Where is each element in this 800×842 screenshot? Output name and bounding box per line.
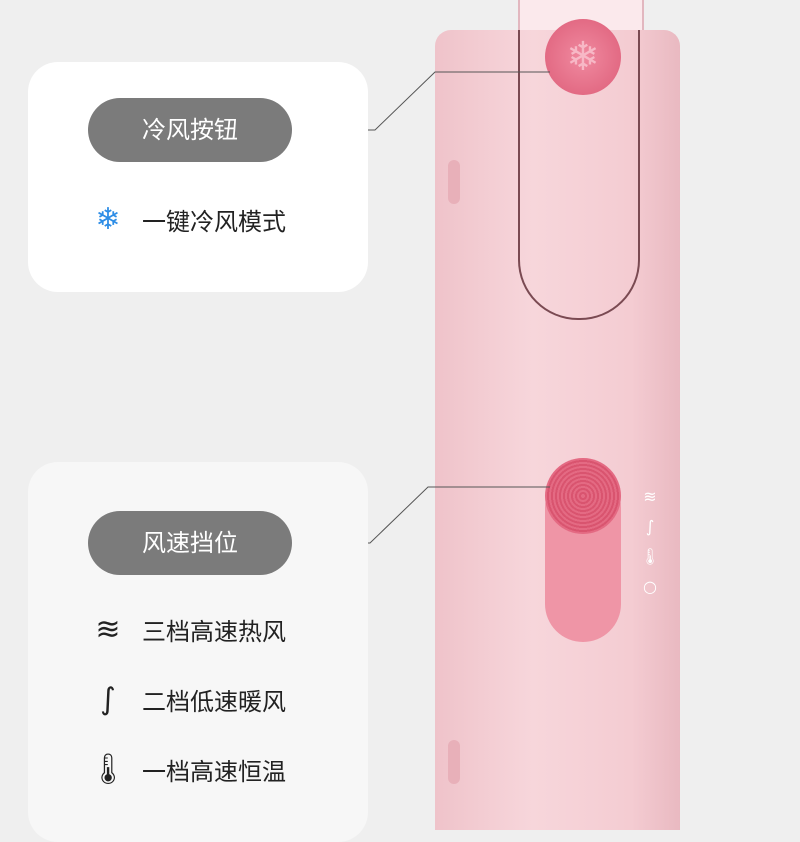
mode-row: ∫ 二档低速暖风: [88, 682, 286, 717]
side-bump: [448, 740, 460, 784]
mode-row: 🌡 一档高速恒温: [88, 752, 286, 787]
speed-slider-knob[interactable]: [545, 458, 621, 534]
mode-row: ≋ 三档高速热风: [88, 612, 286, 647]
mode-text: 一档高速恒温: [142, 758, 286, 786]
cold-feature-row: ❄ 一键冷风模式: [88, 202, 286, 237]
mode-text: 二档低速暖风: [142, 688, 286, 716]
cold-air-button[interactable]: ❄: [545, 19, 621, 95]
triple-wave-icon: ≋: [643, 487, 657, 506]
snowflake-icon: ❄: [95, 202, 121, 237]
cold-air-label: 冷风按钮: [88, 98, 292, 162]
product-mode-icons: ≋ ∫ 🌡 ○: [640, 482, 660, 602]
cold-feature-text: 一键冷风模式: [142, 208, 286, 236]
off-icon: ○: [643, 577, 657, 596]
speed-label: 风速挡位: [88, 511, 292, 575]
side-bump: [448, 160, 460, 204]
mode-text: 三档高速热风: [142, 618, 286, 646]
thermometer-icon: 🌡: [88, 752, 128, 787]
single-wave-icon: ∫: [645, 517, 655, 536]
triple-wave-icon: ≋: [95, 612, 121, 647]
speed-card: 风速挡位 ≋ 三档高速热风 ∫ 二档低速暖风 🌡 一档高速恒温: [28, 462, 368, 842]
product-slot: [518, 30, 640, 320]
cold-air-card: 冷风按钮 ❄ 一键冷风模式: [28, 62, 368, 292]
thermometer-icon: 🌡: [640, 547, 661, 566]
single-wave-icon: ∫: [100, 682, 116, 717]
